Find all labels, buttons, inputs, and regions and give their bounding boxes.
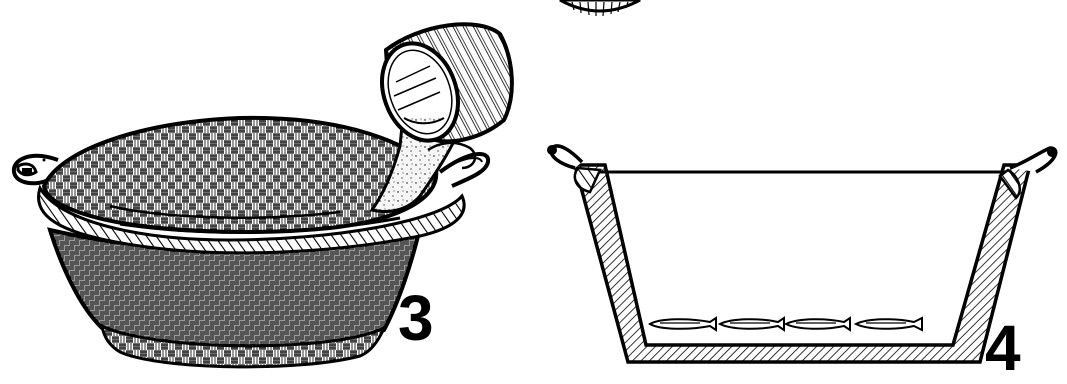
diagram-svg bbox=[0, 0, 1067, 375]
basket-right-handle bbox=[440, 154, 488, 186]
step-number-3: 3 bbox=[398, 286, 434, 350]
tub-left-rim-handle bbox=[547, 145, 600, 192]
diagram-stage: 3 4 bbox=[0, 0, 1067, 375]
fish-2 bbox=[720, 318, 784, 330]
fish-1 bbox=[650, 318, 716, 330]
fish-3 bbox=[786, 318, 850, 330]
basket-top-cover bbox=[44, 118, 436, 232]
fish-4 bbox=[856, 318, 922, 330]
fish-row bbox=[650, 318, 922, 330]
previous-step-cup-fragment bbox=[560, 0, 640, 16]
panel-3-basket-illustration bbox=[14, 24, 512, 367]
panel-4-tub-illustration bbox=[547, 145, 1057, 362]
tub-walls bbox=[575, 165, 1030, 362]
pouring-cup bbox=[369, 24, 512, 151]
step-number-4: 4 bbox=[985, 316, 1021, 380]
